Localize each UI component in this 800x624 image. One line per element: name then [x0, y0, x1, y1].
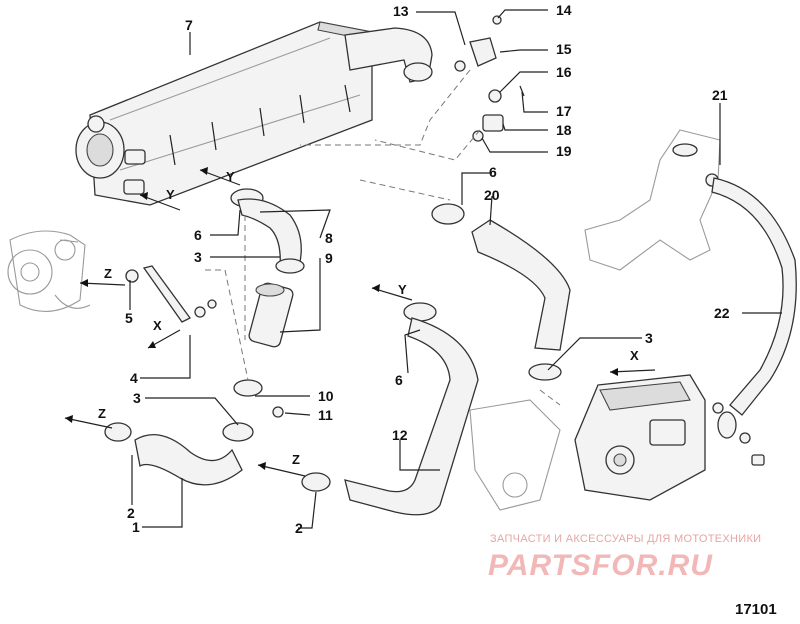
hose-20 [431, 203, 571, 381]
callout-9: 9 [325, 250, 333, 266]
callout-11: 11 [318, 407, 333, 423]
callout-14: 14 [556, 2, 572, 18]
axis-x-1: X [153, 318, 162, 333]
axis-y-3: Y [398, 282, 407, 297]
callout-3a: 3 [194, 249, 202, 265]
callout-12: 12 [392, 427, 408, 443]
callout-6c: 6 [395, 372, 403, 388]
hose-assembly-center [222, 188, 305, 442]
axis-x-2: X [630, 348, 639, 363]
callout-7: 7 [185, 17, 193, 33]
callout-22: 22 [714, 305, 730, 321]
callout-1: 1 [132, 519, 140, 535]
callout-15: 15 [556, 41, 572, 57]
callout-21: 21 [712, 87, 728, 103]
bracket-assembly [125, 265, 217, 323]
callout-3b: 3 [133, 390, 141, 406]
callout-6a: 6 [489, 164, 497, 180]
watermark-logo: PARTSFOR.RU [488, 549, 713, 582]
watermark: ЗАПЧАСТИ И АКСЕССУАРЫ ДЛЯ МОТОТЕХНИКИ PA… [488, 533, 761, 582]
callout-8: 8 [325, 230, 333, 246]
axis-letters: Y Y Y Z Z Z X X [98, 169, 639, 467]
direction-arrows [64, 167, 656, 477]
callout-13: 13 [393, 3, 409, 19]
callout-19: 19 [556, 143, 572, 159]
callout-5: 5 [125, 310, 133, 326]
axis-z-2: Z [98, 406, 106, 421]
thermostat-parts [454, 15, 525, 142]
hose-12 [301, 302, 479, 516]
axis-y-1: Y [166, 187, 175, 202]
callout-17: 17 [556, 103, 572, 119]
axis-z-3: Z [292, 452, 300, 467]
callout-labels: 7 13 14 15 16 17 18 19 6 20 21 22 6 3 8 … [125, 2, 730, 536]
hose-1 [104, 422, 243, 486]
callout-18: 18 [556, 122, 572, 138]
callout-2a: 2 [127, 505, 135, 521]
axis-z-1: Z [104, 266, 112, 281]
hose-22 [711, 177, 797, 439]
heat-exchanger [75, 21, 433, 206]
figure-number: 17101 [735, 601, 777, 618]
sea-water-pump [7, 230, 91, 312]
axis-y-2: Y [226, 169, 235, 184]
callout-4: 4 [130, 370, 138, 386]
leader-lines [129, 9, 782, 529]
callout-10: 10 [318, 388, 334, 404]
callout-3c: 3 [645, 330, 653, 346]
callout-20: 20 [484, 187, 500, 203]
callout-16: 16 [556, 64, 572, 80]
routing-lines [205, 69, 561, 406]
callout-2b: 2 [295, 520, 303, 536]
callout-6b: 6 [194, 227, 202, 243]
watermark-tagline: ЗАПЧАСТИ И АКСЕССУАРЫ ДЛЯ МОТОТЕХНИКИ [490, 533, 761, 545]
fuel-pump-engine [469, 129, 765, 511]
